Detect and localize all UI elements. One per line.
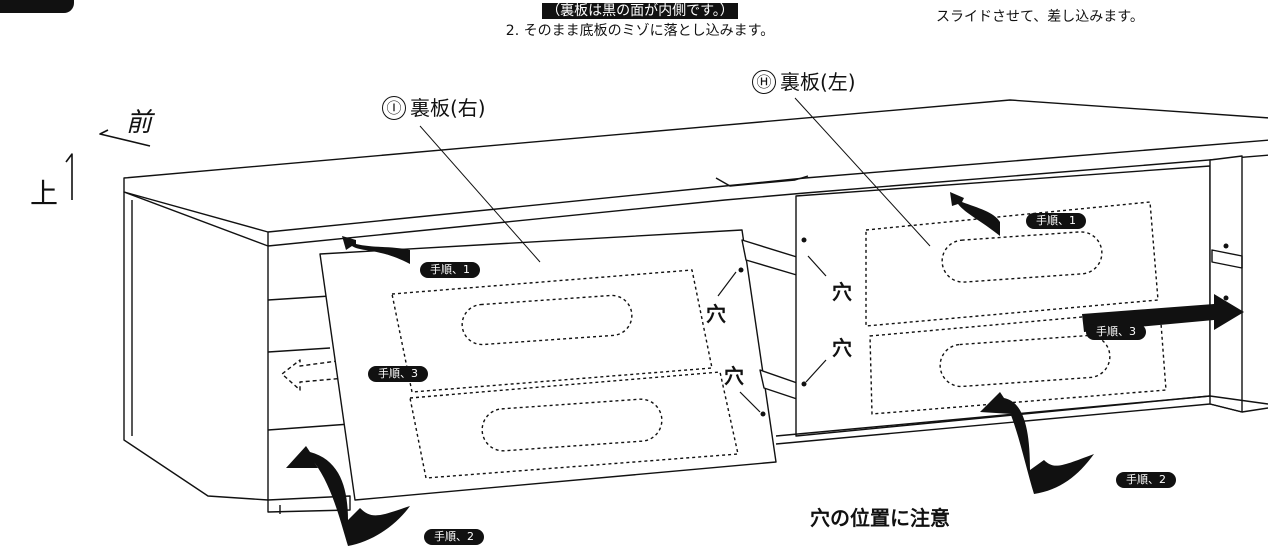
slide-instruction: スライドさせて、差し込みます。 [936,9,1144,25]
step-badge: 手順、3 [368,366,428,382]
up-direction-label: 上 [30,177,59,210]
top-board [123,99,1268,233]
hole-position-caution: 穴の位置に注意 [810,506,950,530]
step-badge: 手順、2 [424,529,484,545]
front-arrow [99,129,151,147]
hole-label: 穴 [832,336,852,360]
step-badge: 手順、1 [420,262,480,278]
slide-arrow-right [1082,294,1244,332]
back-panel-right-text: 裏板(右) [410,96,486,120]
right-side-panel [1209,155,1243,413]
step-number-tab [0,0,74,13]
lift-arrow-right-panel [342,236,410,264]
panel-marker-h: Ⓗ [752,70,776,94]
hole-label: 穴 [724,364,744,388]
step-badge: 手順、3 [1086,324,1146,340]
front-direction-label: 前 [126,108,153,138]
step-badge: 手順、1 [1026,213,1086,229]
back-panel-right [319,229,777,501]
drop-arrow-left [286,446,410,546]
back-panel-left-text: 裏板(左) [780,70,856,94]
hole-label: 穴 [832,280,852,304]
panel-marker-i: Ⓘ [382,96,406,120]
left-side-panel [123,191,269,501]
hole-label: 穴 [706,302,726,326]
lift-arrow-left-panel [950,192,1000,236]
step2-instruction: 2. そのまま底板のミゾに落とし込みます。 [505,23,775,39]
step-badge: 手順、2 [1116,472,1176,488]
slide-arrow-left [281,359,346,391]
back-panel-left [795,165,1211,437]
instruction-header: （裏板は黒の面が内側です。） 2. そのまま底板のミゾに落とし込みます。 [430,0,850,40]
up-arrow [65,153,73,200]
inner-side-note: （裏板は黒の面が内側です。） [542,3,738,19]
drop-arrow-right [980,392,1094,494]
